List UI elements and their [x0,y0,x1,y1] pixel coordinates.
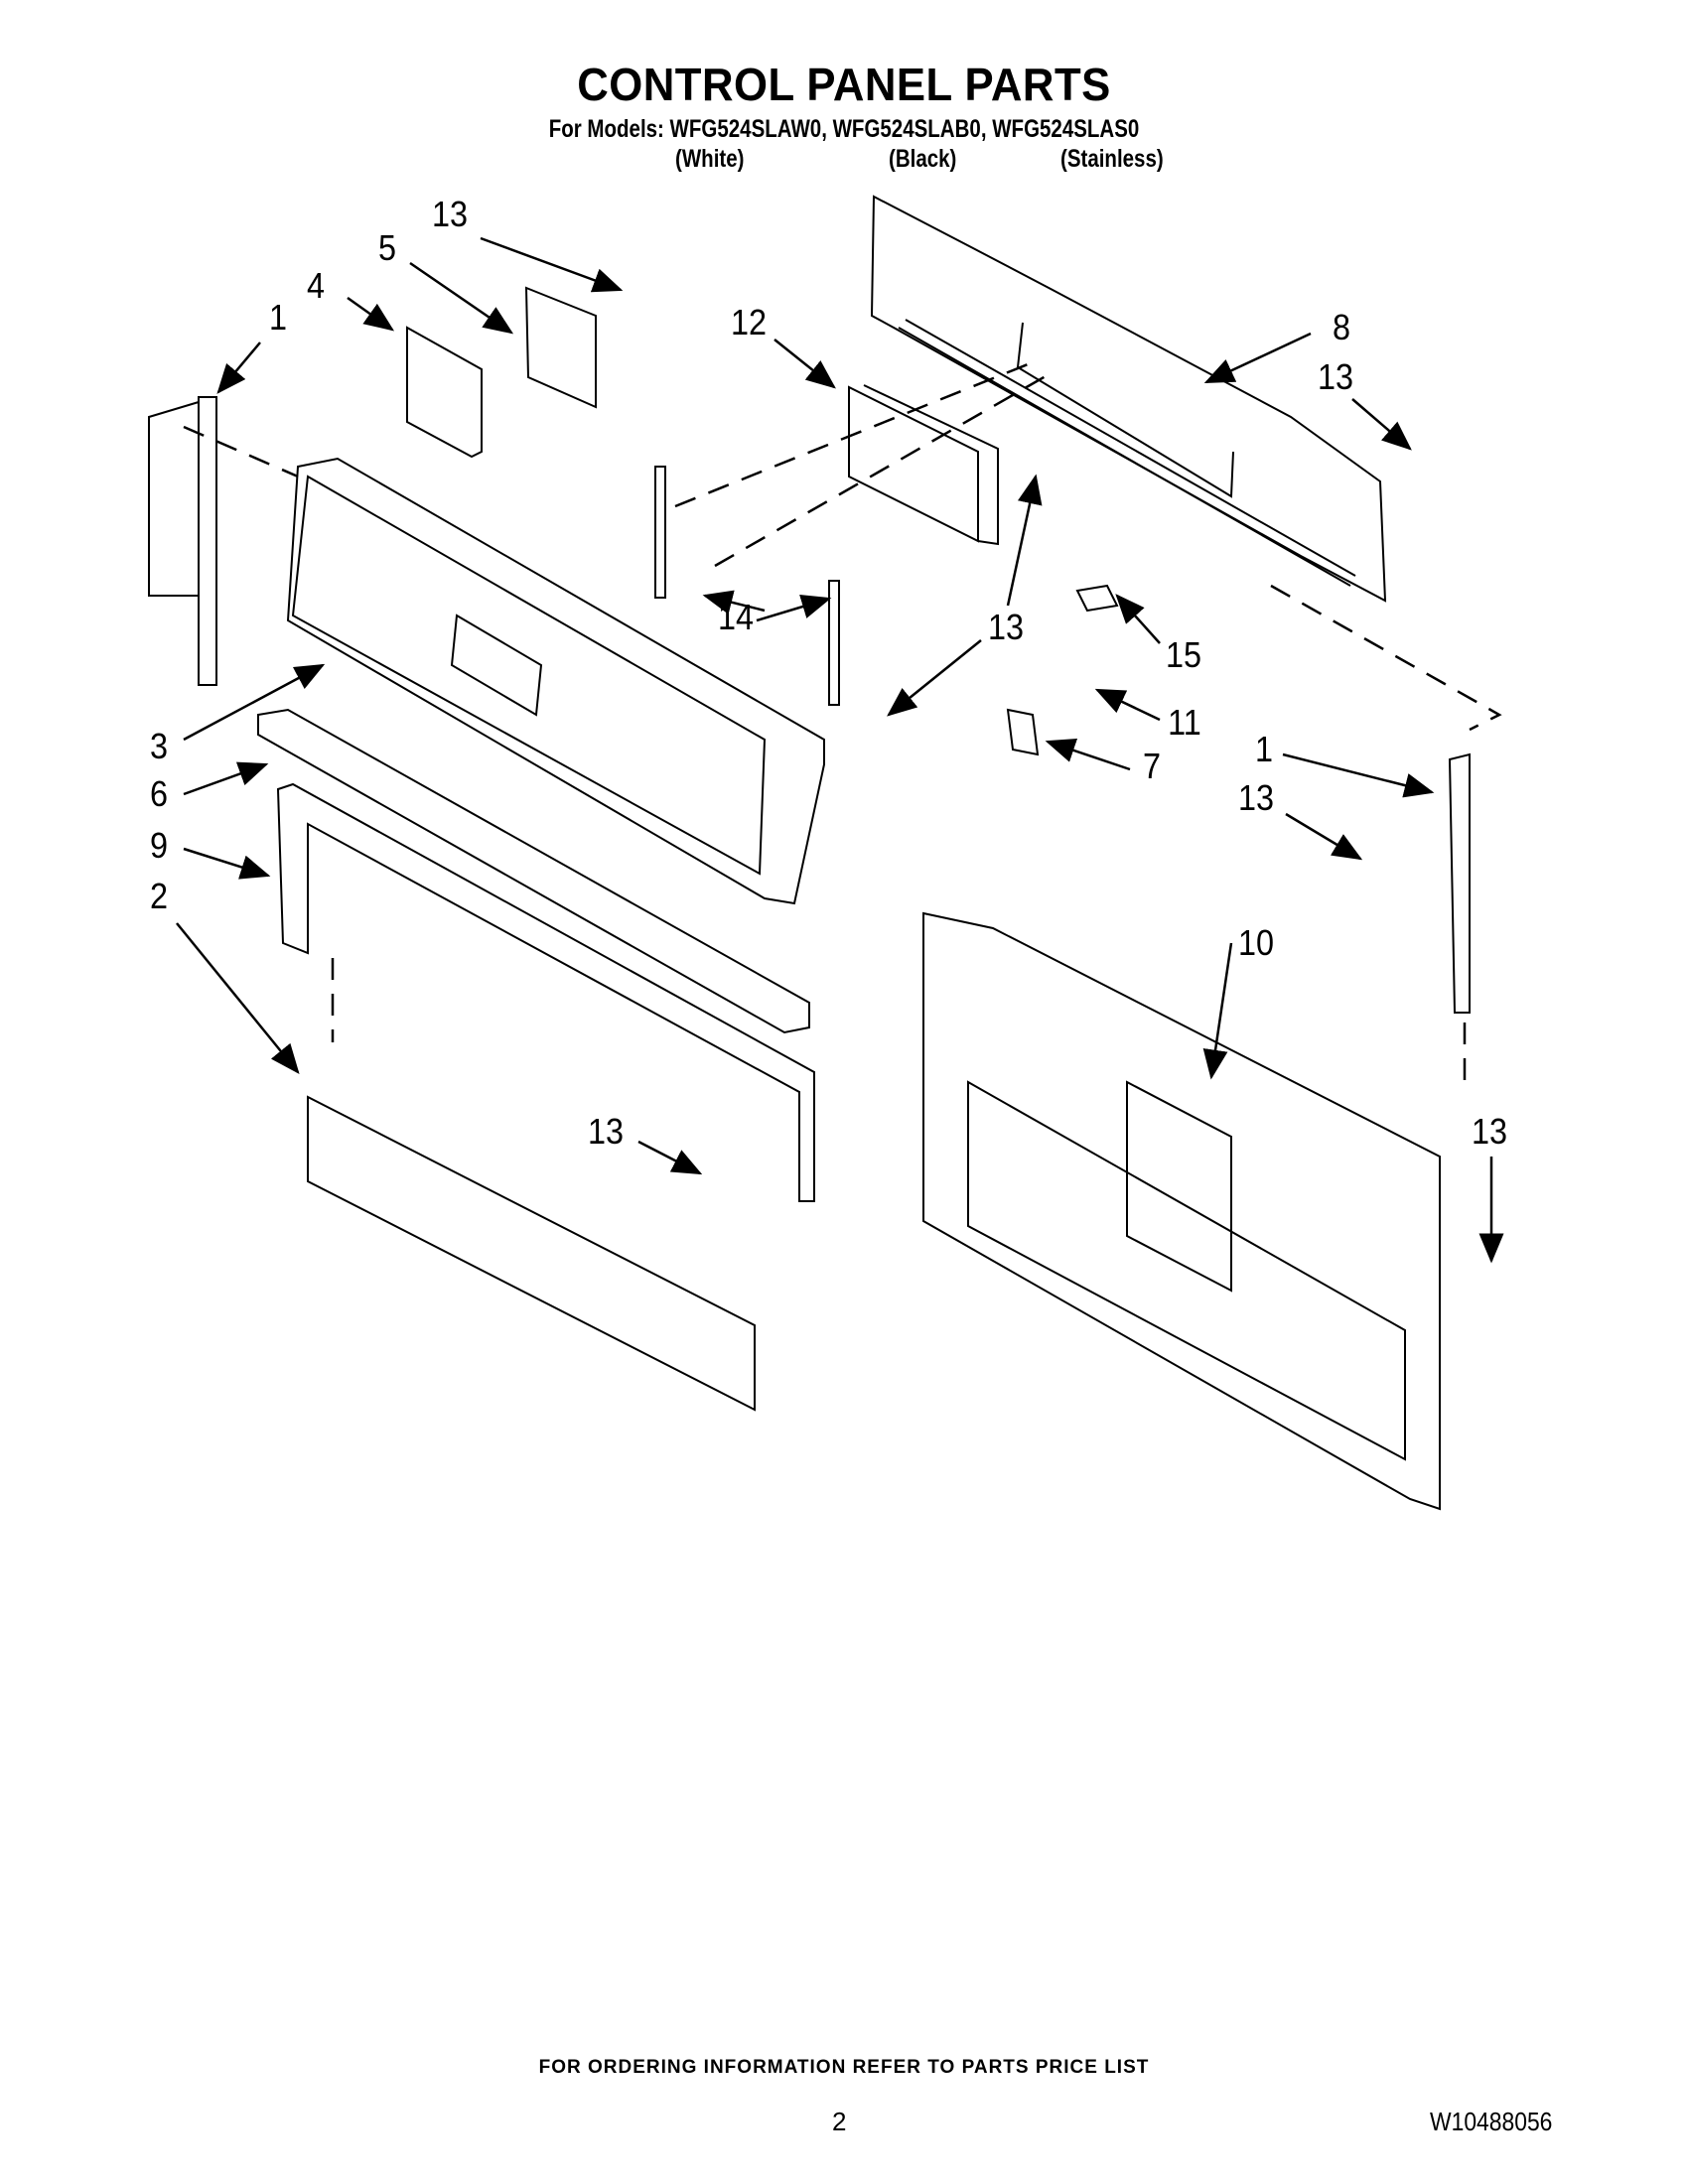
callout-1: 1 [1254,729,1274,769]
callout-4: 4 [306,265,326,306]
callout-12: 12 [730,302,768,342]
part-4-bracket [406,326,483,459]
callout-13: 13 [987,607,1025,647]
part-3-console [286,457,825,905]
callout-13: 13 [1317,356,1354,397]
part-9-bracket [276,782,815,1202]
part-1-right-endcap [1448,752,1471,1014]
part-5-board [524,286,597,409]
callout-9: 9 [149,825,169,866]
callout-3: 3 [149,726,169,766]
callout-13: 13 [431,194,469,234]
document-number: W10488056 [1430,2107,1553,2136]
part-2-shield [307,1095,756,1412]
ordering-note: FOR ORDERING INFORMATION REFER TO PARTS … [538,2057,1150,2078]
callout-14: 14 [717,597,755,637]
callout-13: 13 [1471,1111,1508,1152]
callout-13: 13 [587,1111,625,1152]
part-1-left-endcap [198,396,217,686]
callout-5: 5 [377,227,397,268]
part-14-bracket-a [654,466,666,599]
part-6-trim [257,708,810,1034]
variant-black: (Black) [889,145,957,173]
callout-10: 10 [1237,922,1275,963]
callout-15: 15 [1165,634,1202,675]
part-8-rear-panel [870,195,1387,603]
callout-13: 13 [1237,777,1275,818]
callout-8: 8 [1332,307,1351,347]
callout-1: 1 [268,297,288,338]
part-12-control-board [848,384,999,546]
variant-stainless: (Stainless) [1060,145,1164,173]
page-number: 2 [832,2107,847,2136]
models-line: For Models: WFG524SLAW0, WFG524SLAB0, WF… [548,115,1140,143]
callout-11: 11 [1168,702,1201,743]
part-14-bracket-b [828,580,840,706]
callout-6: 6 [149,773,169,814]
part-15-switch [1075,584,1119,613]
callout-2: 2 [149,876,169,916]
callout-7: 7 [1142,746,1162,786]
part-10-backguard [922,911,1441,1511]
part-7-clip [1006,708,1040,756]
variant-white: (White) [675,145,745,173]
page-title: CONTROL PANEL PARTS [577,59,1111,110]
